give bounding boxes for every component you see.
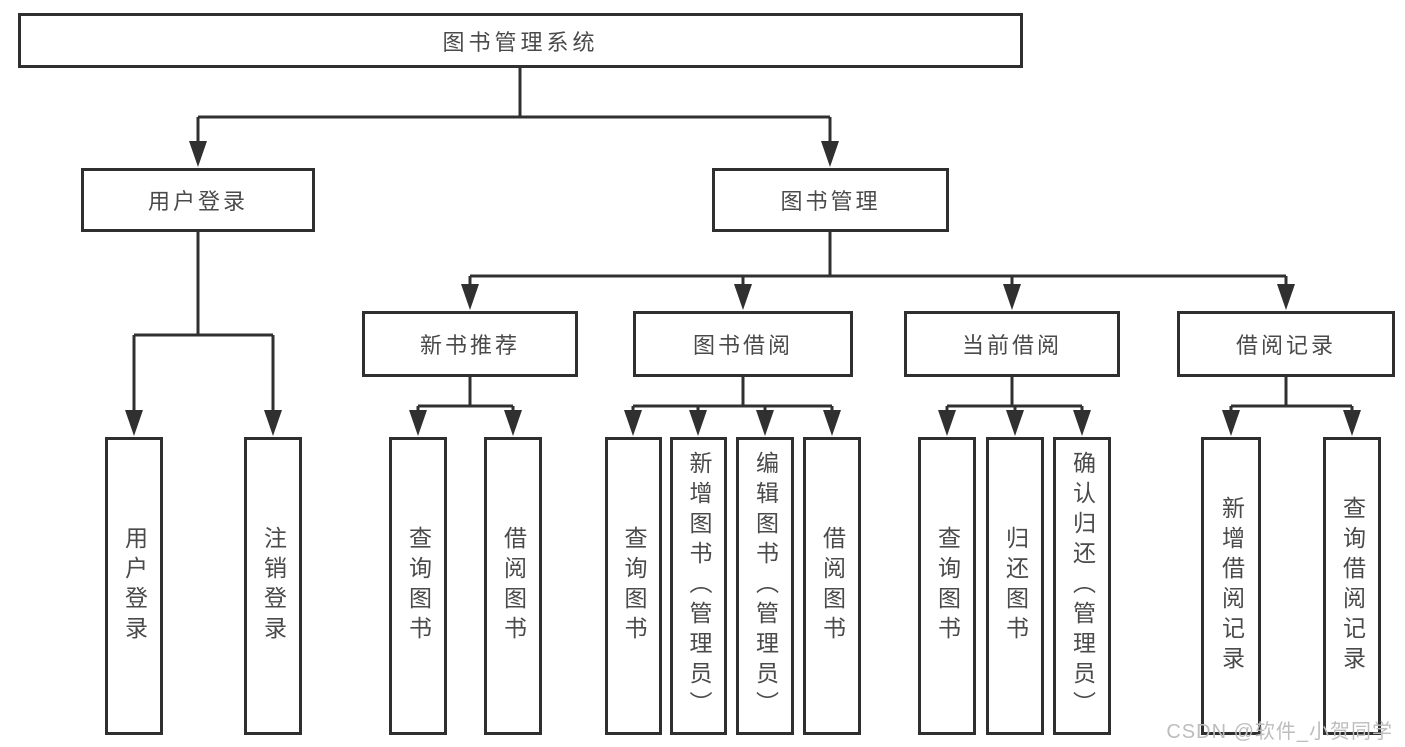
connector-root-to-level2 [196, 68, 832, 144]
node-book-management: 图书管理 [712, 168, 949, 232]
node-root: 图书管理系统 [18, 13, 1023, 68]
node-book-borrow: 图书借阅 [633, 311, 853, 377]
arrowhead [1277, 284, 1295, 310]
arrowhead [189, 141, 207, 167]
arrowhead [504, 410, 522, 436]
connector-borrow-records-children [1229, 377, 1354, 413]
leaf-logout: 注销登录 [244, 437, 302, 735]
connector-strokes [132, 68, 1354, 413]
arrowhead [125, 410, 143, 436]
connector-book-borrow-children [631, 377, 834, 413]
leaf-add-borrow-record: 新增借阅记录 [1201, 437, 1261, 735]
node-user-login: 用户登录 [81, 168, 315, 232]
node-borrow-records: 借阅记录 [1177, 311, 1395, 377]
arrowhead [1006, 410, 1024, 436]
node-current-borrow: 当前借阅 [904, 311, 1120, 377]
leaf-return-book: 归还图书 [986, 437, 1044, 735]
arrowhead [1073, 410, 1091, 436]
arrowhead [689, 410, 707, 436]
connector-new-book-children [416, 377, 515, 413]
arrowhead [734, 284, 752, 310]
watermark: CSDN @软件_小贺同学 [1166, 721, 1393, 743]
arrowhead [823, 410, 841, 436]
connector-book-management-children [468, 232, 1288, 287]
leaf-add-book-admin: 新增图书（管理员） [670, 437, 727, 735]
arrowhead [264, 410, 282, 436]
arrowhead [821, 141, 839, 167]
leaf-query-books-recommend: 查询图书 [389, 437, 447, 735]
leaf-borrow-books: 借阅图书 [803, 437, 861, 735]
connector-current-borrow-children [945, 377, 1084, 413]
arrowhead [624, 410, 642, 436]
arrowhead [1343, 410, 1361, 436]
leaf-user-login: 用户登录 [105, 437, 163, 735]
leaf-query-books-current: 查询图书 [918, 437, 976, 735]
leaf-query-borrow-record: 查询借阅记录 [1323, 437, 1381, 735]
arrowheads [125, 141, 1361, 436]
arrowhead [409, 410, 427, 436]
leaf-edit-book-admin: 编辑图书（管理员） [736, 437, 794, 735]
arrowhead [461, 284, 479, 310]
arrowhead [756, 410, 774, 436]
leaf-query-books-borrow: 查询图书 [605, 437, 662, 735]
leaf-confirm-return-admin: 确认归还（管理员） [1053, 437, 1111, 735]
arrowhead [1003, 284, 1021, 310]
connector-user-login-children [132, 232, 275, 413]
leaf-borrow-books-recommend: 借阅图书 [484, 437, 542, 735]
node-new-book-recommend: 新书推荐 [362, 311, 578, 377]
arrowhead [1222, 410, 1240, 436]
arrowhead [938, 410, 956, 436]
